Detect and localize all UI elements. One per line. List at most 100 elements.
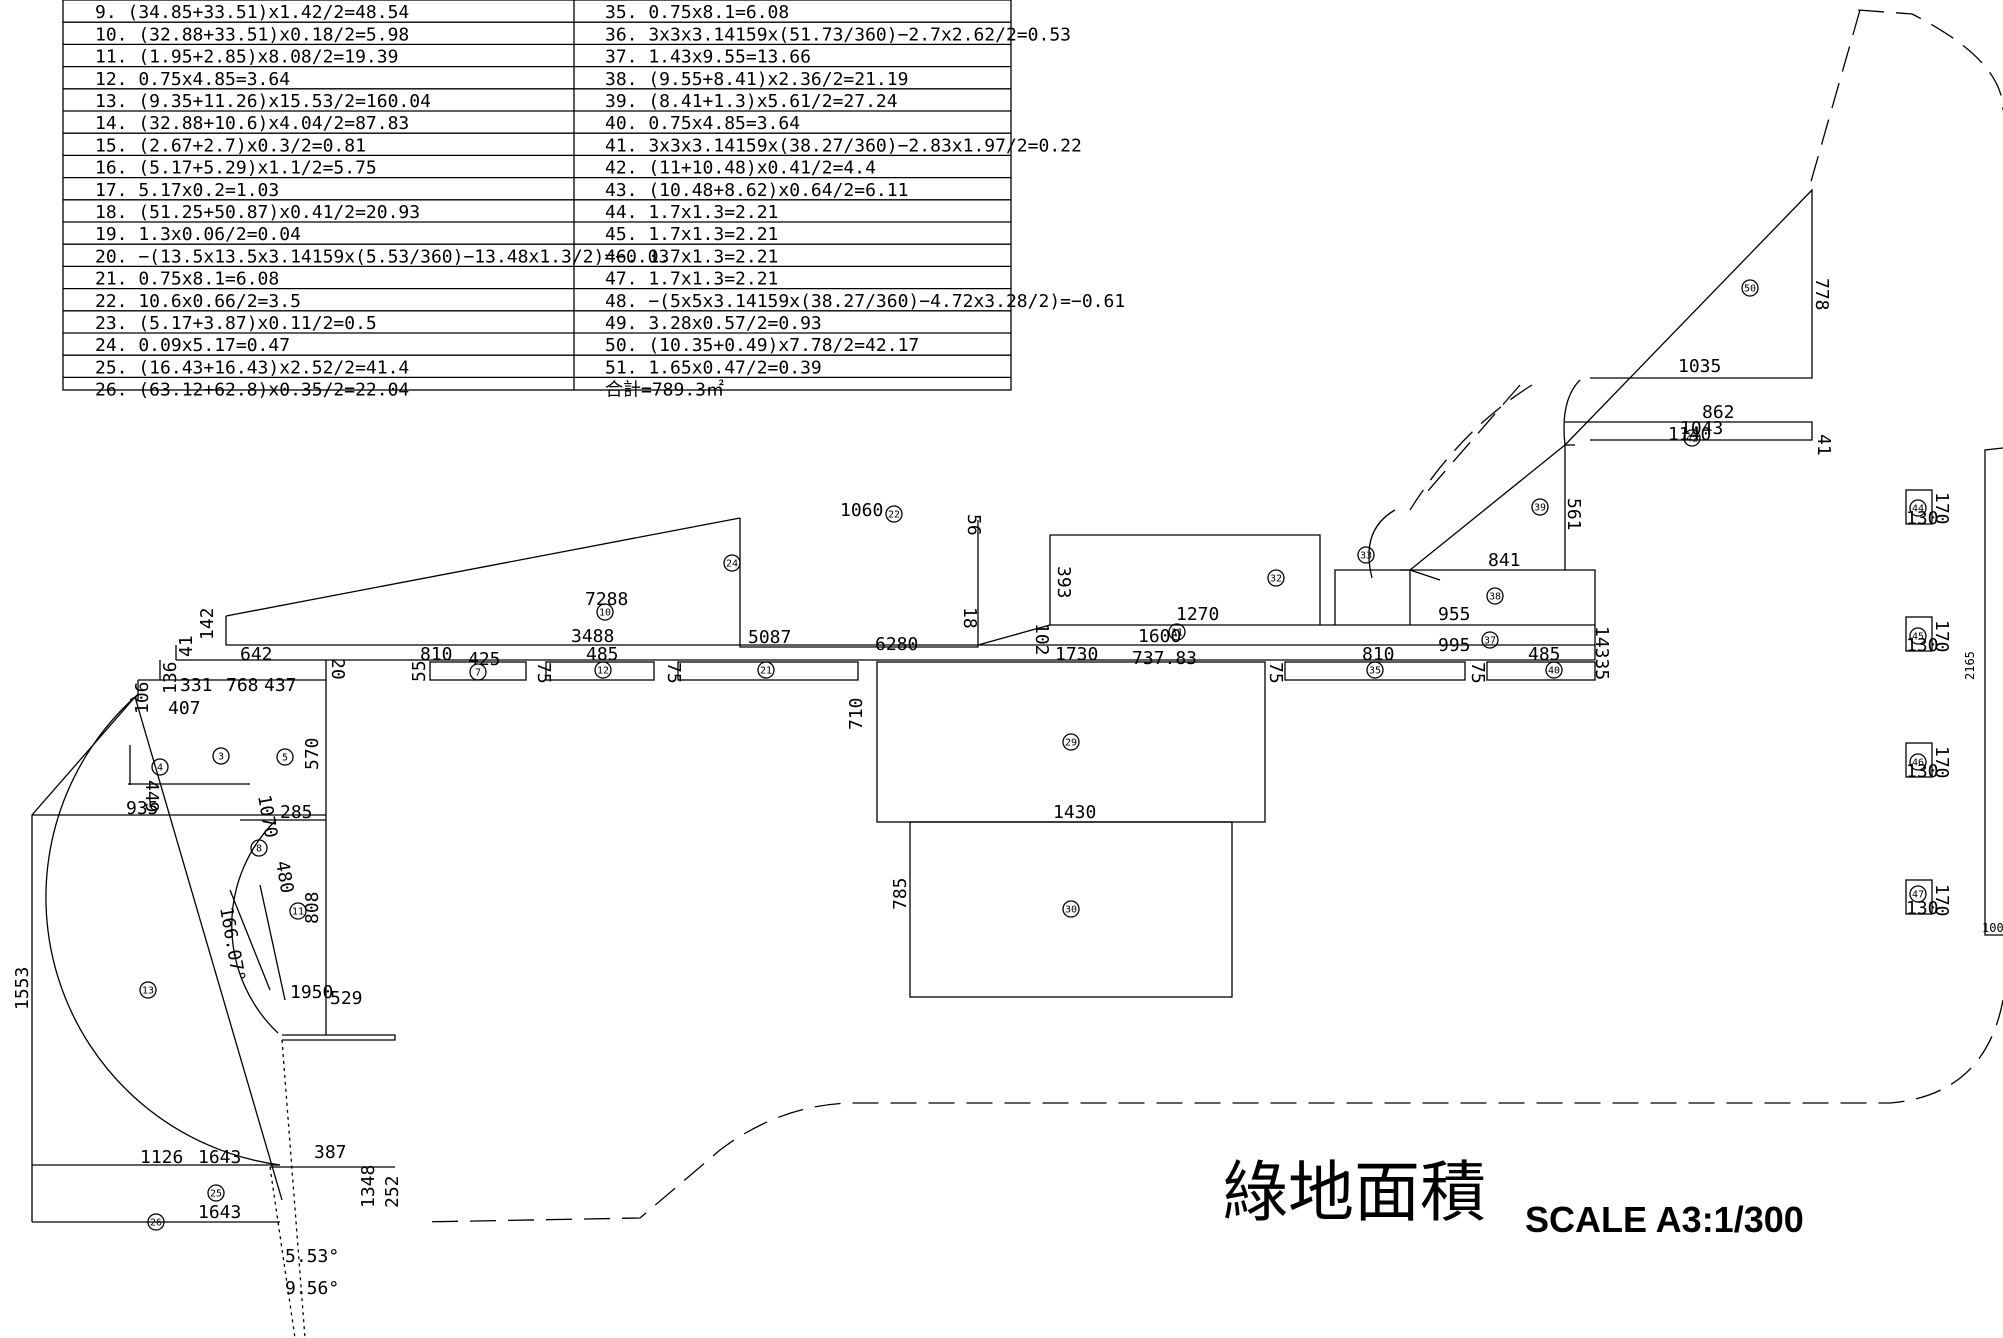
table-row-left: 24. 0.09x5.17=0.47 (95, 335, 290, 356)
area-marker-label: 50 (1744, 284, 1756, 295)
dim-935: 935 (126, 798, 159, 819)
area-marker-circle (1366, 661, 1384, 679)
area-marker-label: 22 (888, 510, 900, 521)
dim-75-a: 75 (533, 662, 554, 684)
dim-55: 55 (409, 660, 430, 682)
area-marker-label: 11 (292, 907, 304, 918)
dim-437: 437 (264, 675, 297, 696)
table-row-left: 22. 10.6x0.66/2=3.5 (95, 291, 301, 312)
area-marker-label: 8 (256, 844, 262, 855)
area-marker-26: 26 (147, 1213, 165, 1231)
dim-1643-bottom: 1643 (198, 1202, 241, 1223)
dim-166-angle: 166.07° (215, 905, 249, 983)
dim-3488: 3488 (571, 626, 614, 647)
table-row-right: 46. 1.7x1.3=2.21 (605, 246, 778, 267)
area-marker-50: 50 (1741, 279, 1759, 297)
area-marker-circle (212, 747, 230, 765)
dim-1035: 1035 (1678, 356, 1721, 377)
area-marker-circle (1267, 569, 1285, 587)
area-marker-circle (1531, 498, 1549, 516)
table-row-left: 26. (63.12+62.8)x0.35/2=22.04 (95, 380, 409, 401)
area-marker-circle (1481, 631, 1499, 649)
area-marker-label: 10 (599, 608, 611, 619)
dim-1060: 1060 (840, 500, 883, 521)
area-marker-32: 32 (1267, 569, 1285, 587)
table-row-left: 15. (2.67+2.7)x0.3/2=0.81 (95, 135, 366, 156)
table-row-left: 25. (16.43+16.43)x2.52/2=41.4 (95, 357, 409, 378)
area-marker-circle (1486, 587, 1504, 605)
area-marker-45: 45 (1909, 627, 1927, 645)
table-row-right: 49. 3.28x0.57/2=0.93 (605, 313, 822, 334)
area-marker-42: 42 (1683, 429, 1701, 447)
dim-1600: 1600 (1138, 626, 1181, 647)
area-marker-label: 39 (1534, 503, 1546, 514)
dim-100: 100 (1982, 921, 2003, 935)
area-marker-label: 35 (1369, 666, 1381, 677)
area-marker-label: 44 (1912, 504, 1924, 515)
center-green-area (876, 443, 1596, 998)
area-marker-label: 46 (1912, 758, 1924, 769)
dim-778: 778 (1811, 278, 1832, 311)
dim-1126: 1126 (140, 1147, 183, 1168)
area-marker-circle (596, 603, 614, 621)
dim-785: 785 (890, 877, 911, 910)
dim-1643-top: 1643 (198, 1147, 241, 1168)
table-row-left: 14. (32.88+10.6)x4.04/2=87.83 (95, 113, 409, 134)
table-row-right: 41. 3x3x3.14159x(38.27/360)−2.83x1.97/2=… (605, 135, 1082, 156)
dim-130-a: 130 (1906, 508, 1939, 529)
dim-387: 387 (314, 1142, 347, 1163)
left-green-area (31, 517, 979, 1338)
dim-136: 136 (160, 661, 181, 694)
area-marker-circle (276, 748, 294, 766)
area-marker-38: 38 (1486, 587, 1504, 605)
table-row-right: 47. 1.7x1.3=2.21 (605, 269, 778, 290)
dim-407: 407 (168, 698, 201, 719)
area-marker-label: 25 (210, 1189, 222, 1200)
area-marker-3: 3 (212, 747, 230, 765)
dim-1348: 1348 (358, 1165, 379, 1208)
area-marker-circle (723, 554, 741, 572)
dim-331: 331 (180, 675, 213, 696)
table-row-left: 17. 5.17x0.2=1.03 (95, 180, 279, 201)
dim-18: 18 (959, 607, 980, 629)
area-marker-22: 22 (885, 505, 903, 523)
dim-5-53-angle: 5.53° (285, 1246, 339, 1267)
area-marker-circle (1741, 279, 1759, 297)
table-row-right: 48. −(5x5x3.14159x(38.27/360)−4.72x3.28/… (605, 291, 1125, 312)
area-marker-40: 40 (1545, 661, 1563, 679)
dim-41: 41 (176, 635, 197, 657)
parking-markers (1905, 447, 2003, 936)
dim-6280: 6280 (875, 634, 918, 655)
table-row-left: 20. −(13.5x13.5x3.14159x(5.53/360)−13.48… (95, 246, 669, 267)
dim-425: 425 (468, 649, 501, 670)
area-marker-33: 33 (1357, 546, 1375, 564)
area-marker-circle (139, 981, 157, 999)
area-marker-circle (594, 661, 612, 679)
dim-1043: 1043 (1680, 418, 1723, 439)
table-row-left: 10. (32.88+33.51)x0.18/2=5.98 (95, 24, 409, 45)
table-row-left: 16. (5.17+5.29)x1.1/2=5.75 (95, 158, 377, 179)
dim-529: 529 (330, 988, 363, 1009)
dim-1730: 1730 (1055, 644, 1098, 665)
area-marker-label: 12 (597, 666, 609, 677)
drawing-title: 綠地面積 (1222, 1154, 1486, 1231)
area-marker-label: 13 (142, 986, 154, 997)
dim-808: 808 (302, 891, 323, 924)
area-marker-label: 31 (1171, 628, 1183, 639)
area-marker-47: 47 (1909, 885, 1927, 903)
dim-130-b: 130 (1906, 635, 1939, 656)
site-boundary-dashed (419, 9, 2003, 1223)
area-marker-label: 33 (1360, 551, 1372, 562)
area-marker-label: 40 (1548, 666, 1560, 677)
table-row-left: 9. (34.85+33.51)x1.42/2=48.54 (95, 2, 409, 23)
dim-130-d: 130 (1906, 898, 1939, 919)
dim-810-right: 810 (1362, 644, 1395, 665)
area-marker-24: 24 (723, 554, 741, 572)
right-triangle-area (1563, 188, 1813, 446)
dim-485-right: 485 (1528, 644, 1561, 665)
dim-170-c: 170 (1931, 746, 1952, 779)
dim-14335: 14335 (1591, 626, 1612, 680)
dim-130-c: 130 (1906, 761, 1939, 782)
table-row-right: 44. 1.7x1.3=2.21 (605, 202, 778, 223)
